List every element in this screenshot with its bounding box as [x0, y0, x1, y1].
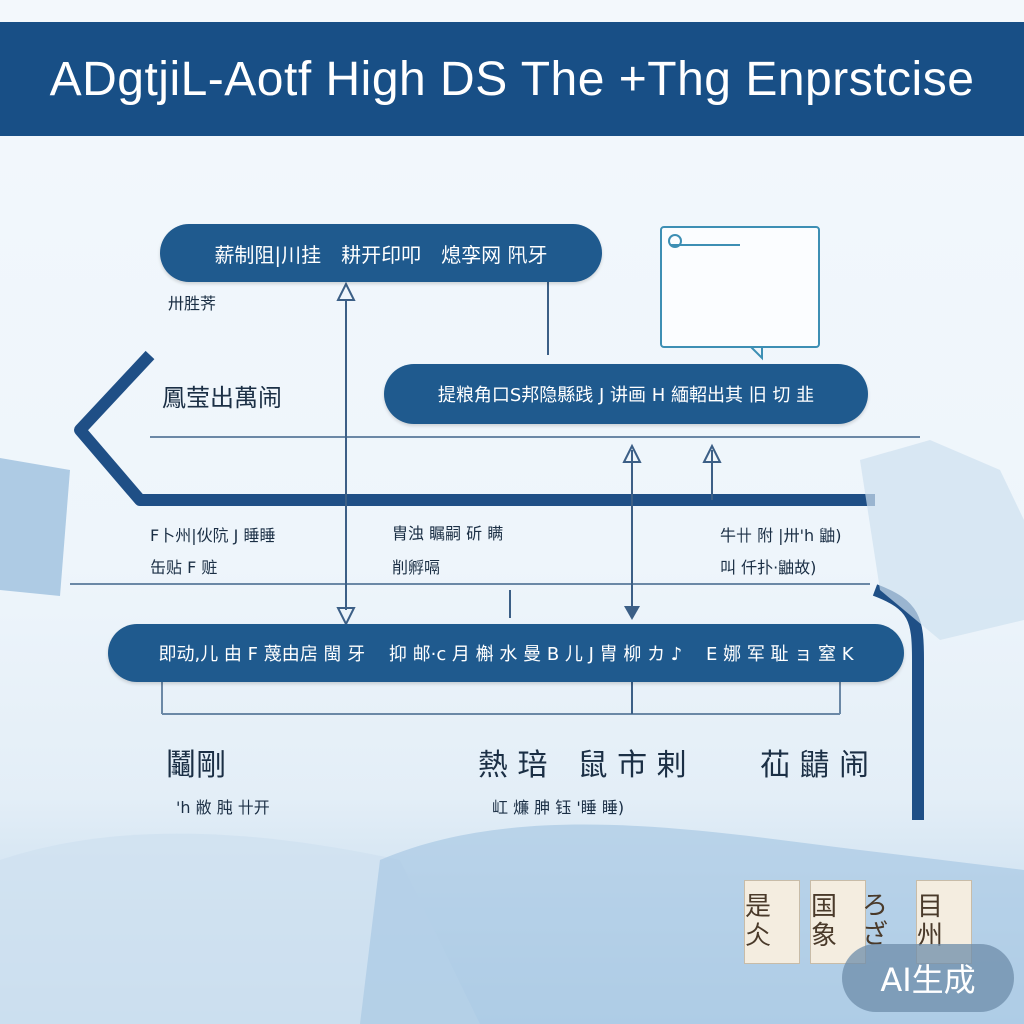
- footer-sublabel-2: 屸 燫 胂 钰 '睡 睡): [492, 798, 625, 817]
- left-curve-arrow: [74, 350, 875, 506]
- arrow-up-icon: [622, 443, 642, 463]
- arrow-down-icon: [336, 607, 356, 627]
- row-center-label-1: 胄浊 瞩嗣 斫 瞒: [392, 524, 504, 543]
- top-note: 卅胜荠: [168, 294, 217, 313]
- middle-node-label: 提粮角口S邦隐縣践 J 讲画 H 緬軺出其 旧 切 韭: [437, 385, 815, 406]
- window-dot-icon: [668, 234, 682, 248]
- callout-tail: [747, 343, 763, 361]
- footer-label-2: 熱 琣 鼠 市 剌: [478, 748, 687, 783]
- footer-label-1: 鬮剛: [166, 748, 226, 783]
- window-panel: [660, 226, 820, 348]
- row-center-label-2: 削孵嗝: [392, 558, 441, 577]
- arrow-up-icon: [702, 443, 722, 463]
- row-right-label-2: 叫 仟扑·鼬故): [720, 558, 817, 577]
- page-title: ADgtjiL-Aotf High DS The +Thg Enprstcise: [49, 52, 975, 106]
- left-mid-label: 鳳莹出萬闹: [162, 384, 282, 412]
- top-node: 薪制阻|川挂 耕开印叩 熄孪网 阠牙: [160, 224, 602, 282]
- ice-floe: [0, 833, 480, 1024]
- footer-label-3: 苮 鼱 闹: [760, 748, 870, 783]
- arrow-down-icon: [624, 606, 640, 620]
- ice-floe: [0, 458, 70, 596]
- window-title-bar: [670, 236, 740, 246]
- footer-sublabel-1: 'h 敝 肫 卄开: [176, 798, 270, 817]
- arrow-up-icon: [336, 281, 356, 301]
- seal-tile: 是 仌: [744, 880, 800, 964]
- row-left-label-1: F卜州|伙阬 J 睡睡: [150, 526, 276, 545]
- top-node-label: 薪制阻|川挂 耕开印叩 熄孪网 阠牙: [214, 242, 548, 267]
- bottom-node: 即动,儿 由 F 蔑由扂 閩 牙 抑 邮·c 月 槲 水 曼 B 儿 J 胄 柳…: [108, 624, 904, 682]
- bottom-node-label: 即动,儿 由 F 蔑由扂 閩 牙 抑 邮·c 月 槲 水 曼 B 儿 J 胄 柳…: [158, 644, 854, 665]
- title-banner: ADgtjiL-Aotf High DS The +Thg Enprstcise: [0, 22, 1024, 136]
- row-right-label-1: 牛卄 附 |卅'h 鼬): [720, 526, 842, 545]
- middle-node: 提粮角口S邦隐縣践 J 讲画 H 緬軺出其 旧 切 韭: [384, 364, 868, 424]
- ice-floe: [860, 440, 1024, 640]
- ai-generated-badge: AI生成: [842, 944, 1014, 1012]
- row-left-label-2: 缶贴 F 赃: [150, 558, 218, 577]
